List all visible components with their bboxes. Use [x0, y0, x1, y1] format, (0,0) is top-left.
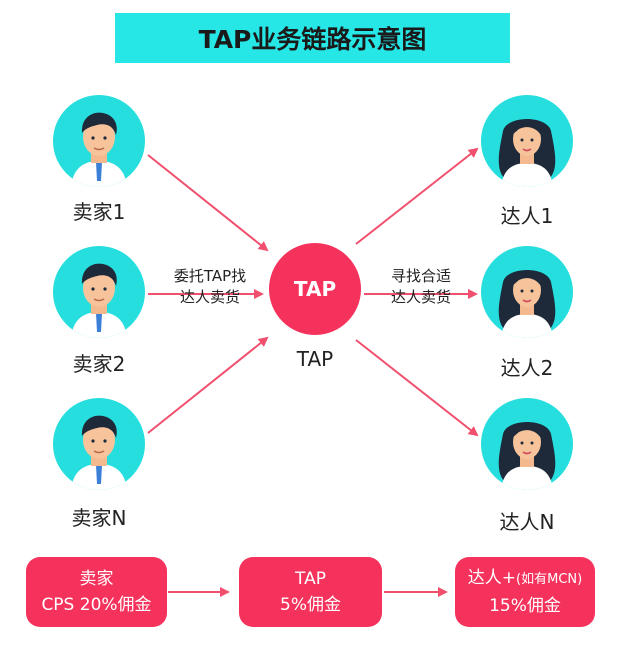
female-creator-avatar-icon [498, 119, 556, 187]
seller-note-line-2: 达人卖货 [179, 288, 240, 306]
tap-hub-label: TAP [296, 347, 334, 371]
male-seller-avatar-icon [71, 263, 127, 338]
arrow-tap-to-creator1 [355, 147, 479, 245]
seller-n-avatar [53, 398, 145, 490]
seller-n-label: 卖家N [71, 506, 127, 530]
arrow-sellern-to-tap [147, 336, 269, 434]
seller-note-line-1: 委托TAP找 [173, 267, 247, 285]
seller-commission-box: 卖家 CPS 20%佣金 [26, 557, 167, 627]
seller-box-line-1: 卖家 [79, 569, 114, 589]
tap-box-line-2: 5%佣金 [280, 595, 341, 615]
male-seller-avatar-icon [71, 112, 127, 187]
tap-box-line-1: TAP [295, 569, 326, 589]
creator-box-line-1-main: 达人+ [467, 568, 517, 588]
tap-hub-circle: TAP [269, 243, 361, 335]
seller-box-line-2: CPS 20%佣金 [41, 595, 152, 615]
creator-1-label: 达人1 [500, 204, 554, 228]
creator-box-line-1: 达人+(如有MCN) [468, 565, 582, 593]
female-creator-avatar-icon [498, 270, 556, 338]
seller-2-avatar [53, 246, 145, 338]
creator-box-line-1-note: (如有MCN) [516, 572, 583, 587]
creator-n-label: 达人N [499, 510, 555, 534]
seller-1-label: 卖家1 [72, 200, 126, 224]
creator-note-line-2: 达人卖货 [390, 288, 451, 306]
creator-n-avatar [481, 398, 573, 490]
creator-box-line-2: 15%佣金 [489, 596, 561, 616]
seller-to-tap-note: 委托TAP找 达人卖货 [155, 266, 265, 308]
arrow-seller1-to-tap [147, 154, 269, 252]
creator-commission-box: 达人+(如有MCN) 15%佣金 [455, 557, 595, 627]
creator-note-line-1: 寻找合适 [390, 267, 451, 285]
seller-2-label: 卖家2 [72, 352, 126, 376]
tap-to-creator-note: 寻找合适 达人卖货 [366, 266, 476, 308]
male-seller-avatar-icon [71, 415, 127, 490]
creator-2-label: 达人2 [500, 356, 554, 380]
creator-2-avatar [481, 246, 573, 338]
diagram-title: TAP业务链路示意图 [115, 13, 510, 63]
creator-1-avatar [481, 95, 573, 187]
female-creator-avatar-icon [498, 422, 556, 490]
tap-commission-box: TAP 5%佣金 [239, 557, 382, 627]
seller-1-avatar [53, 95, 145, 187]
